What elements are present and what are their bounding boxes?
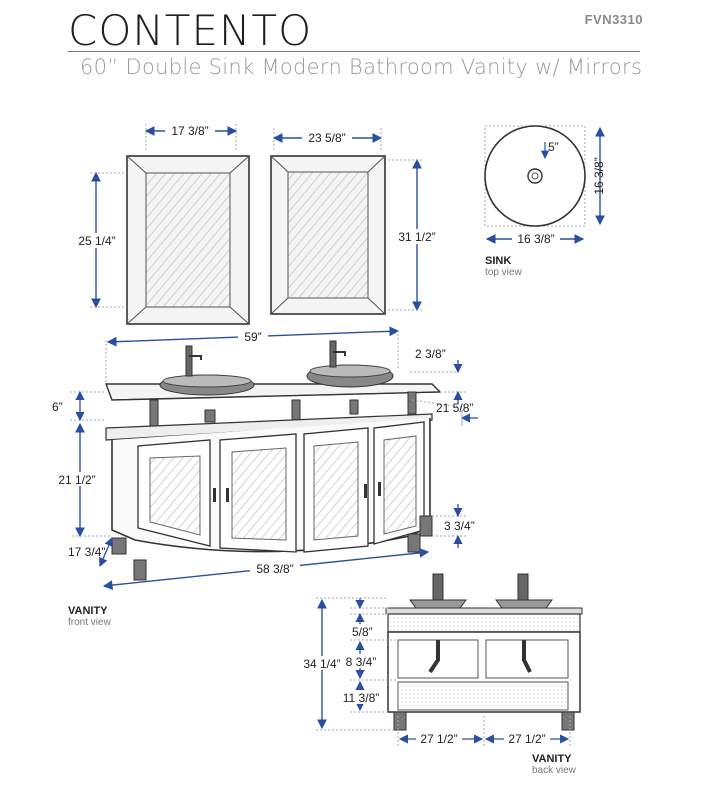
sink-top-view: 5” 16 3/8” 16 3/8” SINK top view	[484, 125, 606, 278]
vanity-back-upper-opening-dim: 8 3/4”	[340, 639, 398, 681]
model-number: FVN3310	[584, 12, 643, 27]
right-mirror-height-dim: 31 1/2”	[388, 158, 440, 312]
vanity-shelf-gap-label: 6”	[52, 400, 63, 414]
vanity-shelf-gap-dim: 6”	[52, 390, 106, 422]
vanity-back-lower-opening-label: 11 3/8”	[343, 691, 379, 705]
vanity-base-width-dim: 58 3/8”	[102, 548, 430, 590]
vanity-faucet-clearance-label: 21 5/8”	[436, 401, 473, 415]
vanity-cabinet-height-label: 21 1/2”	[58, 473, 95, 487]
vanity-front-caption-view: front view	[68, 617, 112, 628]
vanity-cabinet-height-dim: 21 1/2”	[50, 422, 112, 538]
sink-depth-label: 5”	[548, 140, 559, 154]
vanity-leg-height-dim: 3 3/4”	[432, 504, 475, 548]
sink-width-label: 16 3/8”	[517, 232, 554, 246]
vanity-back-caption-title: VANITY	[532, 753, 572, 765]
vanity-top-thickness-label: 2 3/8”	[415, 347, 446, 361]
vanity-front-caption-title: VANITY	[68, 605, 108, 617]
right-mirror	[270, 155, 386, 315]
vanity-top-width-label: 59”	[244, 330, 261, 344]
vanity-front-view: VANITY front view	[68, 340, 442, 628]
right-mirror-width-label: 23 5/8”	[308, 131, 345, 145]
left-mirror-width-label: 17 3/8”	[171, 124, 208, 138]
left-mirror	[126, 155, 250, 325]
right-mirror-height-label: 31 1/2”	[398, 230, 435, 244]
vanity-back-lower-opening-dim: 11 3/8”	[338, 680, 388, 713]
product-subtitle: 60” Double Sink Modern Bathroom Vanity w…	[80, 55, 643, 79]
vanity-base-width-label: 58 3/8”	[256, 562, 293, 576]
vanity-back-caption-view: back view	[532, 765, 577, 776]
vanity-depth-dim: 17 3/4”	[68, 536, 114, 568]
vanity-depth-label: 17 3/4”	[68, 545, 105, 559]
vanity-back-left-width-label: 27 1/2”	[420, 732, 457, 746]
vanity-back-top-gap-label: 5/8”	[352, 625, 373, 639]
header-divider	[68, 51, 640, 52]
vanity-back-left-width-dim: 27 1/2”	[397, 716, 485, 746]
left-mirror-height-label: 25 1/4”	[78, 234, 115, 248]
vanity-back-total-height-label: 34 1/4”	[303, 657, 340, 671]
vanity-top-width-dim: 59”	[105, 326, 400, 384]
sink-height-label: 16 3/8”	[592, 157, 606, 194]
vanity-leg-height-label: 3 3/4”	[444, 519, 475, 533]
vanity-back-upper-opening-label: 8 3/4”	[346, 655, 377, 669]
brand-title: CONTENTO	[68, 6, 313, 55]
left-mirror-width-dim: 17 3/8”	[144, 123, 238, 150]
left-mirror-height-dim: 25 1/4”	[72, 171, 127, 309]
vanity-back-view: VANITY back view	[385, 573, 583, 776]
vanity-faucet-clearance-dim: 21 5/8”	[411, 399, 478, 426]
sink-caption-title: SINK	[485, 255, 511, 267]
vanity-top-thickness-dim: 2 3/8”	[410, 347, 466, 404]
vanity-back-right-width-label: 27 1/2”	[508, 732, 545, 746]
sink-caption-view: top view	[485, 267, 522, 278]
vanity-back-total-height-dim: 34 1/4”	[296, 597, 394, 731]
vanity-back-top-gap-dim: 5/8”	[350, 598, 388, 639]
right-mirror-width-dim: 23 5/8”	[272, 128, 383, 152]
vanity-back-right-width-dim: 27 1/2”	[484, 716, 571, 746]
